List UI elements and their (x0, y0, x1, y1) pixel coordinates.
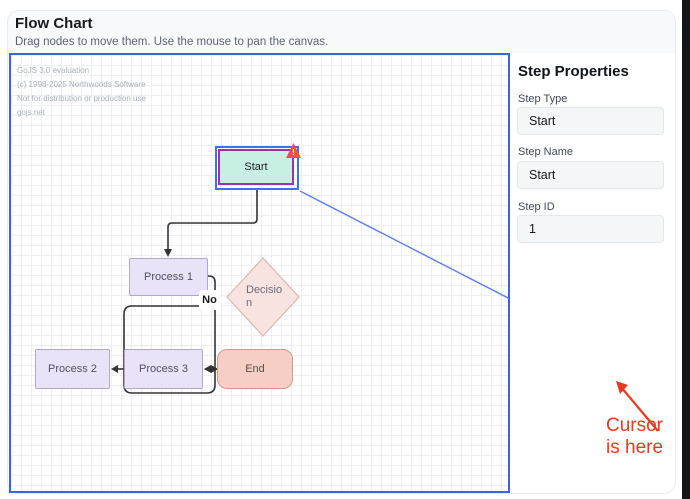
node-decision-label[interactable]: Decision (246, 284, 283, 309)
arrowhead (211, 365, 218, 373)
node-start[interactable]: Start (218, 149, 294, 185)
card-header: Flow Chart Drag nodes to move them. Use … (8, 11, 675, 53)
cursor-annotation-line1: Cursor (606, 415, 664, 436)
window-edge (682, 0, 690, 499)
diagram-links (111, 189, 508, 394)
step-id-input[interactable] (517, 215, 664, 243)
watermark-line: GoJS 3.0 evaluation (17, 66, 90, 75)
node-process1[interactable]: Process 1 (129, 258, 208, 296)
node-process2[interactable]: Process 2 (35, 349, 110, 389)
drag-link-line (299, 190, 508, 299)
watermark-line: Not for distribution or production use (17, 94, 146, 103)
selection-adornment: Start (215, 146, 299, 190)
diagram-canvas[interactable]: GoJS 3.0 evaluation (c) 1998-2025 Northw… (9, 53, 510, 493)
cursor-annotation: Cursor is here (606, 415, 663, 459)
link-start-process1 (167, 189, 258, 251)
step-type-label: Step Type (518, 93, 568, 105)
node-end[interactable]: End (217, 349, 293, 389)
step-type-input[interactable] (517, 107, 664, 135)
node-process3[interactable]: Process 3 (124, 349, 203, 389)
gojs-watermark: GoJS 3.0 evaluation (c) 1998-2025 Northw… (17, 64, 146, 120)
arrowhead (204, 365, 211, 373)
watermark-line: (c) 1998-2025 Northwoods Software (17, 80, 146, 89)
step-name-input[interactable] (517, 161, 664, 189)
app-card: Flow Chart Drag nodes to move them. Use … (7, 10, 676, 494)
cursor-arrow-icon (616, 381, 659, 432)
step-id-label: Step ID (518, 201, 555, 213)
page-subtitle: Drag nodes to move them. Use the mouse t… (15, 36, 329, 48)
panel-title: Step Properties (518, 63, 629, 80)
node-decision-shape (226, 257, 300, 337)
watermark-line: gojs.net (17, 108, 46, 117)
arrowhead (111, 365, 118, 373)
cursor-annotation-line2: is here (606, 437, 664, 458)
link-label-no[interactable]: No (199, 290, 220, 310)
step-name-label: Step Name (518, 146, 574, 158)
page-title: Flow Chart (15, 15, 93, 32)
arrowhead (164, 249, 172, 257)
